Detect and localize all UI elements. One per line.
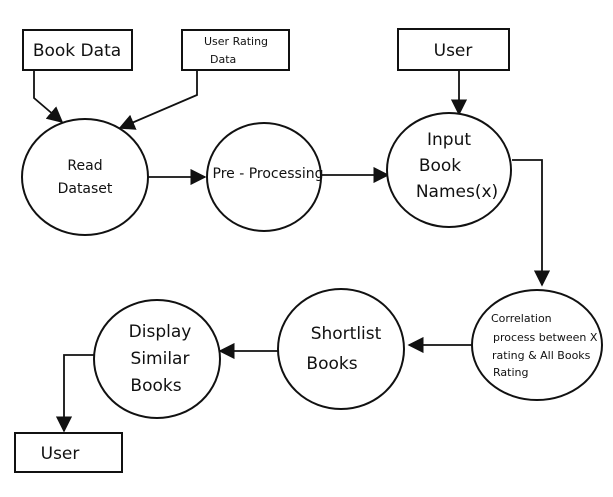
node-preprocessing-label: Pre - Processing: [213, 166, 324, 182]
node-shortlist: Shortlist Books: [277, 288, 405, 410]
node-shortlist-line-2: Books: [306, 354, 357, 374]
node-display-line-2: Similar: [131, 349, 190, 369]
node-user-top: User: [397, 28, 510, 71]
node-input-book-line-2: Book: [419, 156, 461, 176]
edges: [33, 70, 551, 433]
node-user-rating: User Rating Data: [181, 29, 290, 71]
node-input-book-line-3: Names(x): [416, 182, 498, 202]
node-correlation-line-3: rating & All Books: [492, 349, 591, 362]
node-read-dataset: Read Dataset: [21, 118, 149, 236]
node-user-rating-line-2: Data: [210, 53, 236, 66]
node-preprocessing: Pre - Processing: [206, 122, 324, 232]
node-read-dataset-line-1: Read: [67, 158, 102, 174]
edge-book-data-to-read-dataset: [33, 70, 64, 124]
node-correlation-line-1: Correlation: [491, 312, 552, 325]
node-display-line-3: Books: [130, 376, 181, 396]
node-read-dataset-line-2: Dataset: [58, 181, 113, 197]
node-correlation: Correlation process between X rating & A…: [471, 289, 603, 401]
node-correlation-line-2: process between X: [493, 331, 598, 344]
edge-input-book-to-correlation: [512, 159, 551, 287]
edge-display-to-user: [55, 354, 95, 433]
node-user-bottom: User: [14, 432, 123, 473]
node-user-top-label: User: [434, 41, 473, 61]
edge-user-rating-to-read-dataset: [118, 70, 198, 130]
node-shortlist-line-1: Shortlist: [311, 324, 382, 344]
node-correlation-line-4: Rating: [493, 366, 528, 379]
node-user-bottom-label: User: [41, 444, 80, 464]
node-input-book: Input Book Names(x): [386, 112, 512, 228]
node-user-rating-line-1: User Rating: [204, 35, 268, 48]
node-book-data: Book Data: [22, 29, 133, 71]
node-book-data-label: Book Data: [33, 41, 121, 61]
node-input-book-line-1: Input: [427, 130, 471, 150]
node-display-line-1: Display: [129, 322, 192, 342]
node-display: Display Similar Books: [93, 299, 221, 419]
